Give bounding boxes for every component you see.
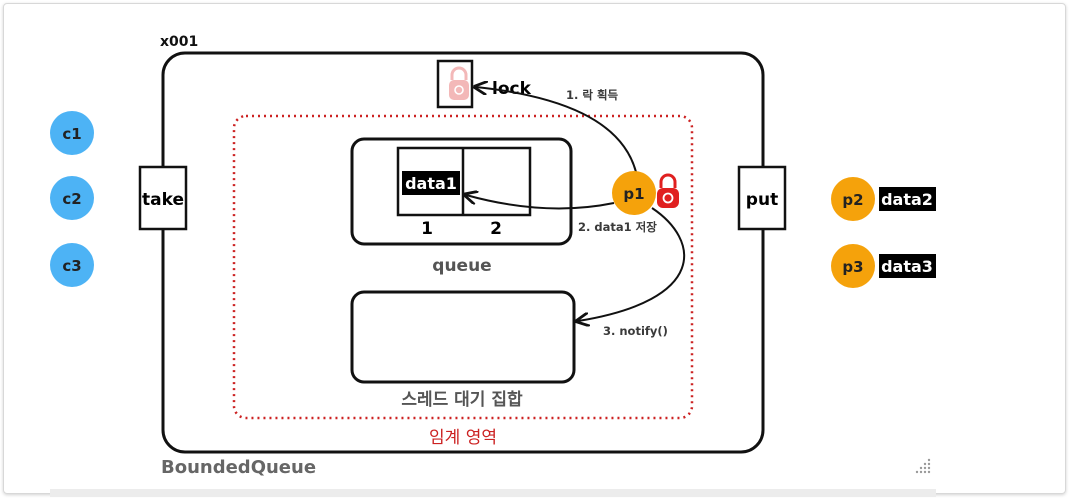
producer-p1-label: p1 (623, 185, 644, 203)
bounded-queue-box (161, 51, 765, 454)
active-lock-icon (657, 173, 679, 208)
step2-label: 2. data1 저장 (578, 220, 657, 234)
queue-label: queue (432, 256, 491, 276)
resize-grip-icon[interactable] (915, 458, 931, 474)
wait-set-box (350, 290, 576, 384)
consumer-c2[interactable]: c2 (50, 176, 94, 220)
consumer-c1[interactable]: c1 (50, 111, 94, 155)
queue-slot-1-label: 1 (421, 219, 433, 239)
producer-p2-data: data2 (881, 190, 933, 209)
step3-label: 3. notify() (603, 324, 668, 338)
class-name-label: BoundedQueue (161, 457, 316, 478)
object-id-label: x001 (160, 34, 198, 50)
take-label: take (142, 190, 184, 210)
put-label: put (746, 190, 778, 210)
step1-label: 1. 락 획득 (566, 88, 619, 102)
take-box[interactable] (138, 165, 188, 231)
producer-p3-data: data3 (881, 257, 933, 276)
bottom-strip (50, 489, 936, 497)
critical-section-box (232, 114, 694, 420)
consumer-c3-label: c3 (62, 257, 81, 275)
queue-item-text: data1 (405, 174, 457, 193)
wait-set-label: 스레드 대기 집합 (401, 389, 523, 410)
consumer-c1-label: c1 (62, 125, 81, 143)
producer-p3-label: p3 (842, 258, 863, 276)
queue-item-badge (402, 171, 460, 195)
step2-arrow (466, 195, 615, 210)
producer-p3[interactable]: p3 (831, 244, 875, 288)
critical-section-label: 임계 영역 (429, 428, 497, 448)
producer-p2[interactable]: p2 (831, 177, 875, 221)
producer-p2-label: p2 (842, 191, 863, 209)
consumer-c3[interactable]: c3 (50, 243, 94, 287)
queue-box (350, 137, 573, 246)
producer-p2-data-badge (879, 187, 936, 211)
consumer-c2-label: c2 (62, 190, 81, 208)
step1-arrow (476, 87, 637, 173)
faded-lock-icon (449, 66, 469, 100)
queue-slot-2-label: 2 (490, 219, 502, 239)
producer-p1[interactable]: p1 (612, 171, 656, 215)
put-box[interactable] (737, 165, 787, 231)
producer-p3-data-badge (879, 254, 936, 278)
step3-arrow (578, 207, 685, 321)
